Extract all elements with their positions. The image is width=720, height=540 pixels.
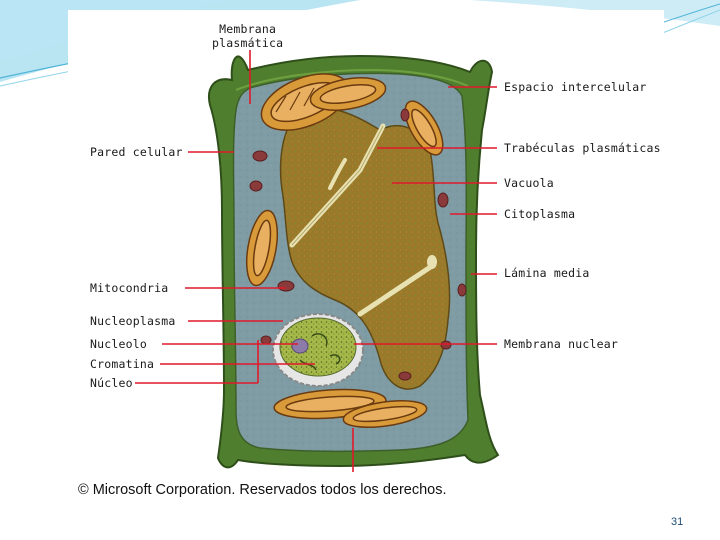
mitochondrion [309,77,387,111]
label-pared-celular: Pared celular [90,145,183,159]
label-membrana-plasmatica-line1: Membrana [219,22,277,36]
mitochondrion [342,400,428,428]
label-mitocondria: Mitocondria [90,281,169,295]
slide-page-number: 31 [671,516,684,528]
label-citoplasma: Citoplasma [504,207,576,221]
mitochondrion [404,100,444,156]
nucleolus [291,338,309,354]
label-membrana-plasmatica-line2: plasmática [212,36,284,50]
leader-lines [135,50,497,472]
mitochondrion [245,209,279,287]
small-organelle [249,108,467,381]
nucleus [272,313,364,387]
label-nucleoplasma: Nucleoplasma [90,314,176,328]
label-membrana-plasmatica: Membrana plasmática [212,22,283,50]
top-right-swoosh [470,0,720,26]
label-trabeculas-plasmaticas: Trabéculas plasmáticas [504,141,661,155]
label-vacuola: Vacuola [504,176,554,190]
copyright-notice: © Microsoft Corporation. Reservados todo… [78,482,447,498]
trabecula [357,263,435,317]
label-lamina-media: Lámina media [504,266,590,280]
trabecula [328,158,347,190]
label-espacio-intercelular: Espacio intercelular [504,80,647,94]
top-left-swoosh-inner [0,0,230,62]
label-membrana-nuclear: Membrana nuclear [504,337,618,351]
label-cromatina: Cromatina [90,357,155,371]
label-nucleolo: Nucleolo [90,337,147,351]
label-nucleo: Núcleo [90,376,133,390]
